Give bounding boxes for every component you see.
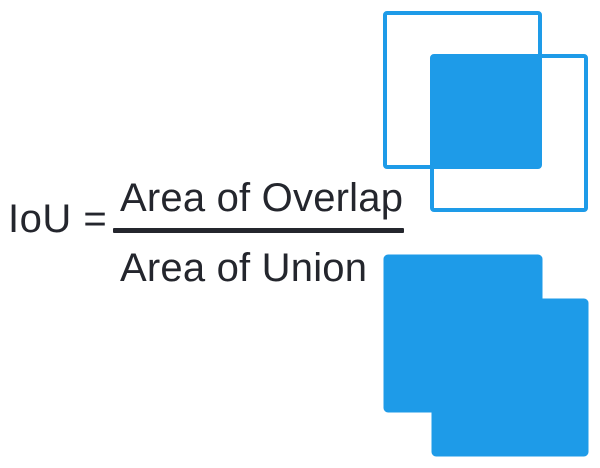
area-of-union-diagram	[370, 240, 600, 468]
area-of-overlap-diagram	[370, 0, 600, 222]
fraction-bar	[113, 228, 404, 233]
overlap-box-b	[430, 54, 588, 212]
union-svg	[383, 254, 589, 457]
intersection-fill	[432, 56, 540, 167]
iou-formula: IoU = Area of Overlap Area of Union	[8, 176, 404, 290]
iou-label: IoU =	[8, 197, 108, 241]
union-box-b	[431, 298, 589, 457]
fraction-numerator: Area of Overlap	[120, 176, 404, 220]
overlap-svg	[383, 11, 588, 212]
fraction-denominator: Area of Union	[120, 246, 368, 290]
overlap-box-a	[383, 11, 542, 169]
